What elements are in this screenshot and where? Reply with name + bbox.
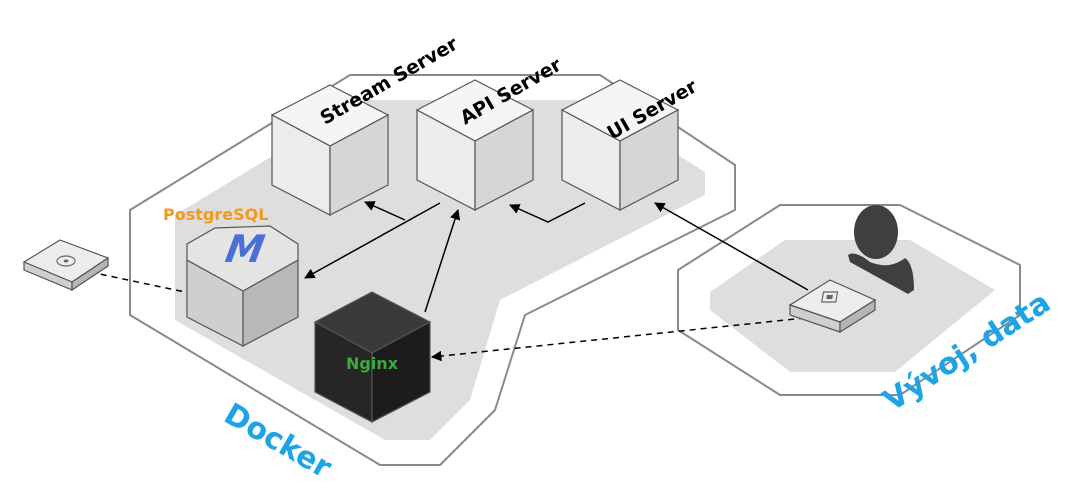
arrow-ui-to-api [509,202,586,223]
arrow-api-to-postgres [304,202,441,279]
arrow-device-to-ui [654,202,809,291]
stream-server-cube [270,84,390,216]
postgres-node: M [186,225,299,347]
connections [89,201,809,362]
postgres-label: PostgreSQL [163,205,268,224]
link-disk-to-postgres [89,271,186,293]
ui-server-cube [560,79,680,211]
nginx-label: Nginx [346,354,399,373]
api-server-cube [415,79,535,211]
chip-device-icon [788,279,877,334]
arrow-device-to-nginx [430,317,806,362]
nginx-node [313,291,432,423]
user-silhouette-icon [848,205,914,294]
arrow-api-to-stream [364,201,406,221]
postgres-prism-top [186,225,299,292]
postgres-logo-icon: M [222,227,268,272]
disk-drive-icon [22,239,110,292]
arrow-nginx-to-api [424,209,461,313]
